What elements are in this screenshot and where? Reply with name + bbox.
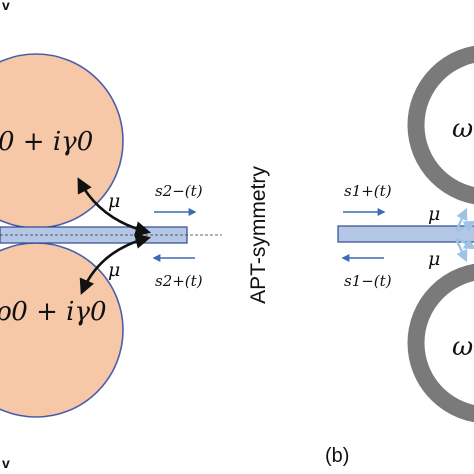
wave-out-label-right: s1−(t) (344, 272, 392, 290)
waveguide-left (0, 226, 188, 244)
waveguide-right (337, 225, 474, 243)
coupling-arrow-right-bottom-2 (457, 237, 474, 250)
corner-mark-top: v (2, 0, 10, 13)
coupling-arrow-right-top (454, 207, 468, 232)
coupling-arrow-right-top-2 (457, 220, 474, 233)
panel-label-b: (b) (325, 445, 349, 467)
right-panel: ω ω μ μ s1+(t) s1−(t) (337, 45, 474, 423)
wave-in-label-right: s1+(t) (344, 182, 392, 200)
coupling-arrow-top (77, 177, 152, 237)
coupling-label-right-bottom: μ (428, 248, 440, 270)
left-panel: v 0 + iγ0 ρ0 + iγ0 μ μ s2−(t) s2+(t) v (0, 0, 222, 471)
symmetry-label: APT-symmetry (247, 166, 270, 304)
bottom-resonator (0, 242, 124, 418)
top-resonator-label: 0 + iγ0 (0, 127, 93, 157)
coupling-label-right-top: μ (428, 203, 440, 225)
wave-out-label-left: s2−(t) (155, 182, 203, 200)
bottom-ring-resonator (407, 263, 474, 423)
bottom-resonator-label: ρ0 + iγ0 (0, 297, 107, 327)
corner-mark-bottom: v (2, 455, 10, 471)
coupling-label-bottom: μ (108, 259, 120, 281)
top-ring-resonator (407, 45, 474, 205)
top-ring-label: ω (452, 114, 473, 144)
wave-in-label-left: s2+(t) (155, 272, 203, 290)
bottom-ring-label: ω (452, 332, 473, 362)
coupling-arrow-right-bottom (454, 238, 468, 263)
coupling-arrow-bottom (79, 233, 152, 295)
coupling-label-top: μ (108, 190, 120, 212)
